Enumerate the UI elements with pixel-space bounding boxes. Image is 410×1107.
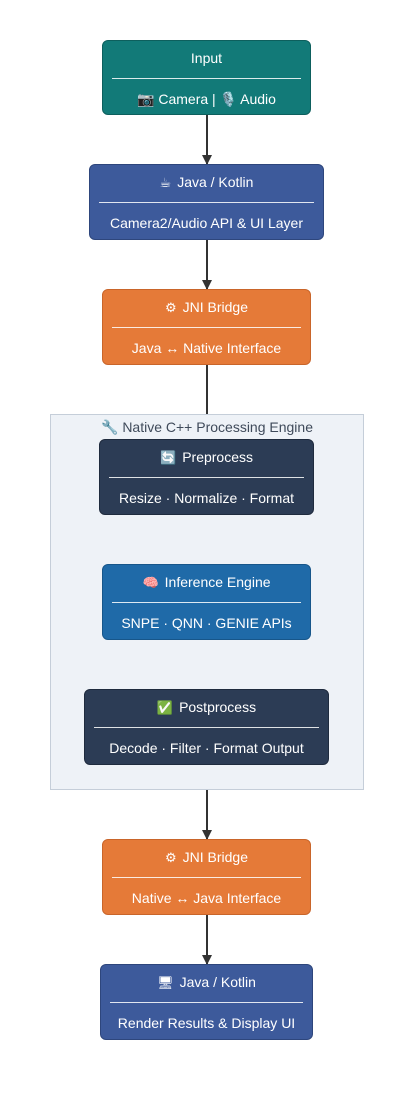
preprocess-title: Preprocess — [182, 449, 253, 465]
postprocess-divider — [94, 727, 319, 728]
input-node-body: 📷 Camera | 🎙️ Audio — [137, 91, 276, 107]
java-kotlin-bottom-title-row: 🖥 Java / Kotlin — [101, 973, 312, 993]
postprocess-node: ✅ Postprocess Decode · Filter · Format Ou… — [84, 689, 329, 765]
refresh-icon: 🔄 — [160, 451, 177, 466]
jni-bridge-bottom-divider — [112, 877, 301, 878]
inference-engine-title: Inference Engine — [164, 574, 271, 590]
input-node-divider — [112, 78, 301, 79]
input-node: Input 📷 Camera | 🎙️ Audio — [102, 40, 311, 115]
postprocess-title-row: ✅ Postprocess — [85, 698, 328, 718]
preprocess-body: Resize · Normalize · Format — [118, 490, 295, 506]
jni-bridge-top-body: Java ↔ Native Interface — [131, 340, 282, 356]
jni-bridge-bottom-title-row: ⚙ JNI Bridge — [103, 848, 310, 868]
jni-bridge-top-node: ⚙ JNI Bridge Java ↔ Native Interface — [102, 289, 311, 365]
jni-bridge-bottom-title: JNI Bridge — [182, 849, 248, 865]
gear-icon: ⚙ — [164, 301, 177, 316]
preprocess-node: 🔄 Preprocess Resize · Normalize · Format — [99, 439, 314, 515]
java-kotlin-bottom-body: Render Results & Display UI — [117, 1015, 296, 1031]
jni-bridge-top-title: JNI Bridge — [182, 299, 248, 315]
coffee-icon: ☕ — [159, 176, 172, 191]
java-kotlin-top-body: Camera2/Audio API & UI Layer — [110, 215, 303, 231]
inference-engine-divider — [112, 602, 301, 603]
java-kotlin-bottom-node: 🖥 Java / Kotlin Render Results & Display … — [100, 964, 313, 1040]
java-kotlin-top-title-row: ☕ Java / Kotlin — [90, 173, 323, 193]
java-kotlin-bottom-title: Java / Kotlin — [179, 974, 256, 990]
native-engine-cluster-title: 🔧 Native C++ Processing Engine — [101, 419, 313, 435]
monitor-icon: 🖥 — [157, 976, 174, 991]
gear-icon: ⚙ — [164, 851, 177, 866]
input-node-title: Input — [190, 50, 223, 66]
java-kotlin-top-title: Java / Kotlin — [177, 174, 254, 190]
jni-bridge-top-divider — [112, 327, 301, 328]
java-kotlin-bottom-divider — [110, 1002, 303, 1003]
inference-engine-body: SNPE · QNN · GENIE APIs — [121, 615, 292, 631]
jni-bridge-bottom-body: Native ↔ Java Interface — [131, 890, 282, 906]
brain-icon: 🧠 — [142, 576, 159, 591]
java-kotlin-top-node: ☕ Java / Kotlin Camera2/Audio API & UI La… — [89, 164, 324, 240]
preprocess-title-row: 🔄 Preprocess — [100, 448, 313, 468]
jni-bridge-bottom-node: ⚙ JNI Bridge Native ↔ Java Interface — [102, 839, 311, 915]
java-kotlin-top-divider — [99, 202, 314, 203]
postprocess-body: Decode · Filter · Format Output — [109, 740, 304, 756]
postprocess-title: Postprocess — [179, 699, 257, 715]
jni-bridge-top-title-row: ⚙ JNI Bridge — [103, 298, 310, 318]
preprocess-divider — [109, 477, 304, 478]
inference-engine-title-row: 🧠 Inference Engine — [103, 573, 310, 593]
check-icon: ✅ — [156, 701, 174, 716]
inference-engine-node: 🧠 Inference Engine SNPE · QNN · GENIE API… — [102, 564, 311, 640]
